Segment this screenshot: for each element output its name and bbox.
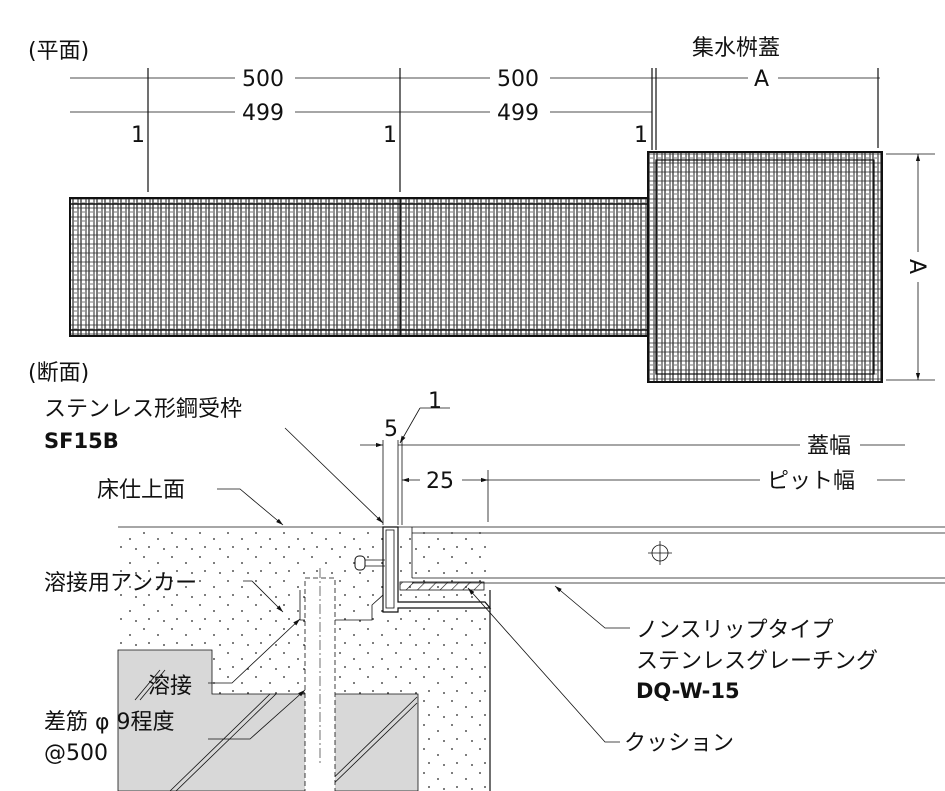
basin-cover [647, 151, 883, 383]
grating-name: ステンレスグレーチング [636, 649, 878, 674]
anchor-label: 溶接用アンカー [44, 571, 197, 596]
dim-a-top: A [754, 67, 769, 92]
rebar-pitch: @500 [44, 741, 108, 766]
dim-499-1: 499 [242, 101, 284, 126]
plan-dimensions [70, 65, 880, 192]
cover-width-label: 蓋幅 [807, 434, 851, 459]
dim-1: 1 [428, 389, 442, 414]
dim-500-1: 500 [242, 67, 284, 92]
concrete [117, 527, 491, 791]
grating-type: ノンスリップタイプ [636, 618, 834, 643]
section-title: (断面) [28, 361, 89, 386]
grating-section [411, 527, 945, 584]
dim-a-side: A [904, 259, 929, 274]
pit-width-label: ピット幅 [767, 469, 855, 494]
gap-1-b: 1 [383, 123, 397, 148]
grating-model: DQ-W-15 [636, 679, 740, 703]
gap-1-c: 1 [634, 123, 648, 148]
trench-grating [69, 197, 655, 337]
plan-title: (平面) [28, 39, 89, 64]
weld-label: 溶接 [148, 674, 192, 699]
basin-side-dimension [886, 153, 935, 381]
frame-model: SF15B [44, 429, 119, 453]
frame-label: ステンレス形鋼受枠 [44, 397, 242, 422]
steel-frame [299, 526, 492, 791]
basin-cover-label: 集水桝蓋 [692, 36, 780, 61]
section-dimensions [284, 407, 905, 525]
cushion-label: クッション [624, 731, 734, 756]
rebar-label: 差筋 φ 9程度 [44, 710, 175, 735]
gap-1-a: 1 [131, 123, 145, 148]
floor-label: 床仕上面 [97, 478, 185, 503]
dim-5: 5 [384, 417, 398, 442]
dim-500-2: 500 [497, 67, 539, 92]
dim-25: 25 [426, 469, 454, 494]
dim-499-2: 499 [497, 101, 539, 126]
